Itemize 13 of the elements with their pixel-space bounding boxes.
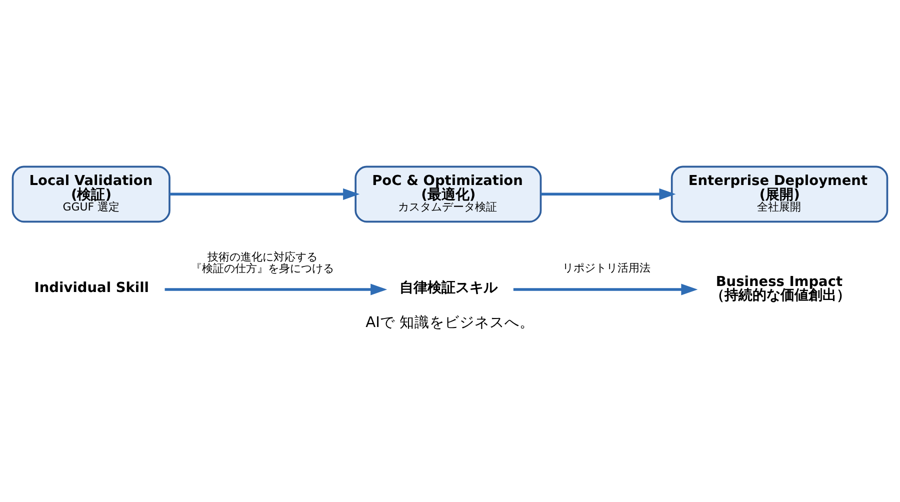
node-box: PoC & Optimization (最適化) カスタムデータ検証 [354,166,542,223]
arrow [170,188,360,200]
node-text: Business Impact （持続的な価値創出） [710,274,850,304]
node-text: Individual Skill [34,280,150,296]
arrow [540,188,676,200]
edge-label: リポジトリ活用法 [562,262,650,275]
node-box: Local Validation (検証) GGUF 選定 [12,166,170,223]
node-text: 自律検証スキル [400,280,498,296]
node-box: Enterprise Deployment (展開) 全社展開 [670,166,888,223]
arrow [513,284,698,296]
caption: AIで 知識をビジネスへ。 [366,314,535,331]
arrow [164,284,388,296]
edge-label: 技術の進化に対応する『検証の仕方』を身につける [191,250,334,276]
